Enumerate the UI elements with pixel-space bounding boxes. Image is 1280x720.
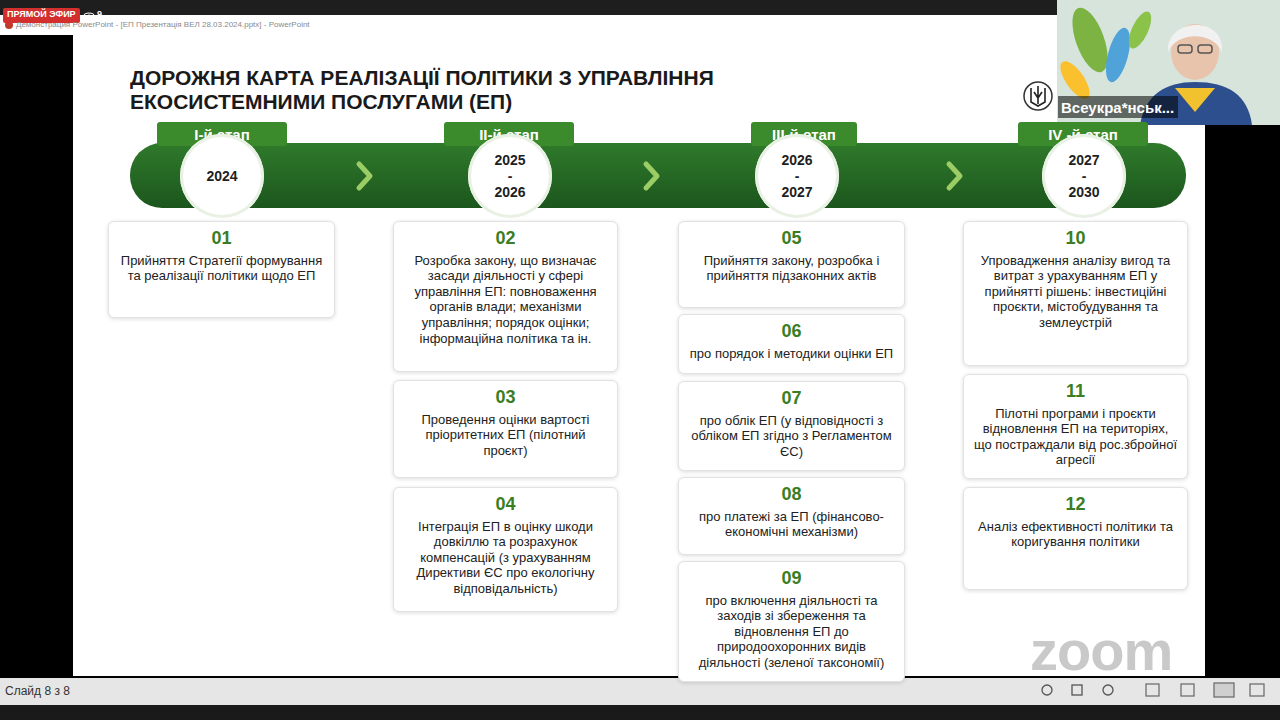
step-number: 01 [211,228,231,250]
chevron [359,164,370,188]
step-text: про платежі за ЕП (фінансово-економічні … [687,509,896,540]
chevron [949,164,960,188]
step-text: Пілотні програми і проєкти відновлення Е… [972,406,1179,468]
view-icon [1146,684,1159,696]
bottom-strip [0,705,1280,720]
participant-name: Всеукра*нськ... [1061,99,1174,116]
year-circle: 2026 - 2027 [755,134,839,218]
view-icon [1181,684,1194,696]
year-range: 2026 - 2027 [779,152,815,200]
viewer-count: 9 [97,9,102,19]
step-number: 07 [781,388,801,410]
step-text: Упровадження аналізу вигод та витрат з у… [972,253,1179,331]
year-circle: 2025 - 2026 [468,134,552,218]
step-text: Інтеграція ЕП в оцінку шкоди довкіллю та… [402,519,609,597]
person-hair [1168,25,1222,52]
view-icon [1250,684,1264,696]
window-title-bar [0,15,1057,35]
menu-icon [1072,685,1082,695]
step-text: Аналіз ефективності політики та коригува… [972,519,1179,550]
slide-title: ДОРОЖНЯ КАРТА РЕАЛІЗАЦІЇ ПОЛІТИКИ З УПРА… [130,66,770,114]
chevron [646,164,657,188]
next-icon [1103,685,1113,695]
year-circle: 2027 - 2030 [1042,134,1126,218]
step-number: 06 [781,321,801,343]
step-number: 11 [1066,381,1085,403]
glasses [1198,45,1212,53]
step-box: 07 про облік ЕП (у відповідності з обліко… [678,381,905,471]
slide-counter: Слайд 8 з 8 [5,684,70,698]
step-text: про порядок і методики оцінки ЕП [690,346,893,362]
year-range: 2025 - 2026 [492,152,528,200]
step-box: 09 про включення діяльності та заходів зі… [678,561,905,682]
webcam-frame [1057,0,1280,125]
step-box: 10Упровадження аналізу вигод та витрат з… [963,221,1188,366]
step-number: 09 [781,568,801,590]
step-number: 10 [1065,228,1085,250]
step-text: Прийняття Стратегії формування та реаліз… [117,253,326,284]
live-badge-text: ПРЯМОЙ ЭФИР [7,9,76,19]
step-number: 05 [781,228,801,250]
leaf [1124,8,1155,51]
step-text: Прийняття закону, розробка і прийняття п… [687,253,896,284]
eye-icon [84,13,94,19]
step-box: 11Пілотні програми і проєкти відновлення… [963,374,1188,479]
step-number: 04 [495,494,515,516]
step-box: 04Інтеграція ЕП в оцінку шкоди довкіллю … [393,487,618,612]
status-bar [0,678,1280,705]
top-strip [0,0,1057,15]
step-text: про облік ЕП (у відповідності з обліком … [687,413,896,460]
step-box: 01Прийняття Стратегії формування та реал… [108,221,335,318]
leaf [1101,25,1135,84]
scarf [1175,88,1215,112]
step-number: 08 [781,484,801,506]
prev-icon [1042,685,1052,695]
glasses [1178,45,1192,53]
step-box: 05Прийняття закону, розробка і прийняття… [678,221,905,308]
timeline-band [130,143,1186,208]
step-number: 12 [1065,494,1085,516]
year-range: 2027 - 2030 [1066,152,1102,200]
step-box: 08 про платежі за ЕП (фінансово-економічн… [678,477,905,555]
view-icon [1214,683,1234,697]
step-number: 02 [495,228,515,250]
step-box: 02Розробка закону, що визначає засади ді… [393,221,618,372]
step-text: Проведення оцінки вартості пріоритетних … [402,412,609,459]
window-title: Демонстрация PowerPoint - [ЕП Презентаці… [16,20,310,29]
slide [73,35,1205,676]
step-text: Розробка закону, що визначає засади діял… [402,253,609,347]
watermark: zoom [1030,618,1172,683]
emblem [1024,82,1052,110]
year-range: 2024 [204,168,240,184]
eye-pupil [88,15,91,18]
trident-symbol [1031,86,1045,106]
step-box: 03Проведення оцінки вартості пріоритетни… [393,380,618,478]
year-circle: 2024 [180,134,264,218]
step-box: 12Аналіз ефективності політики та коригу… [963,487,1188,590]
step-text: про включення діяльності та заходів зі з… [687,593,896,671]
name-plate [1058,96,1178,118]
step-number: 03 [495,387,515,409]
step-box: 06 про порядок і методики оцінки ЕП [678,314,905,374]
